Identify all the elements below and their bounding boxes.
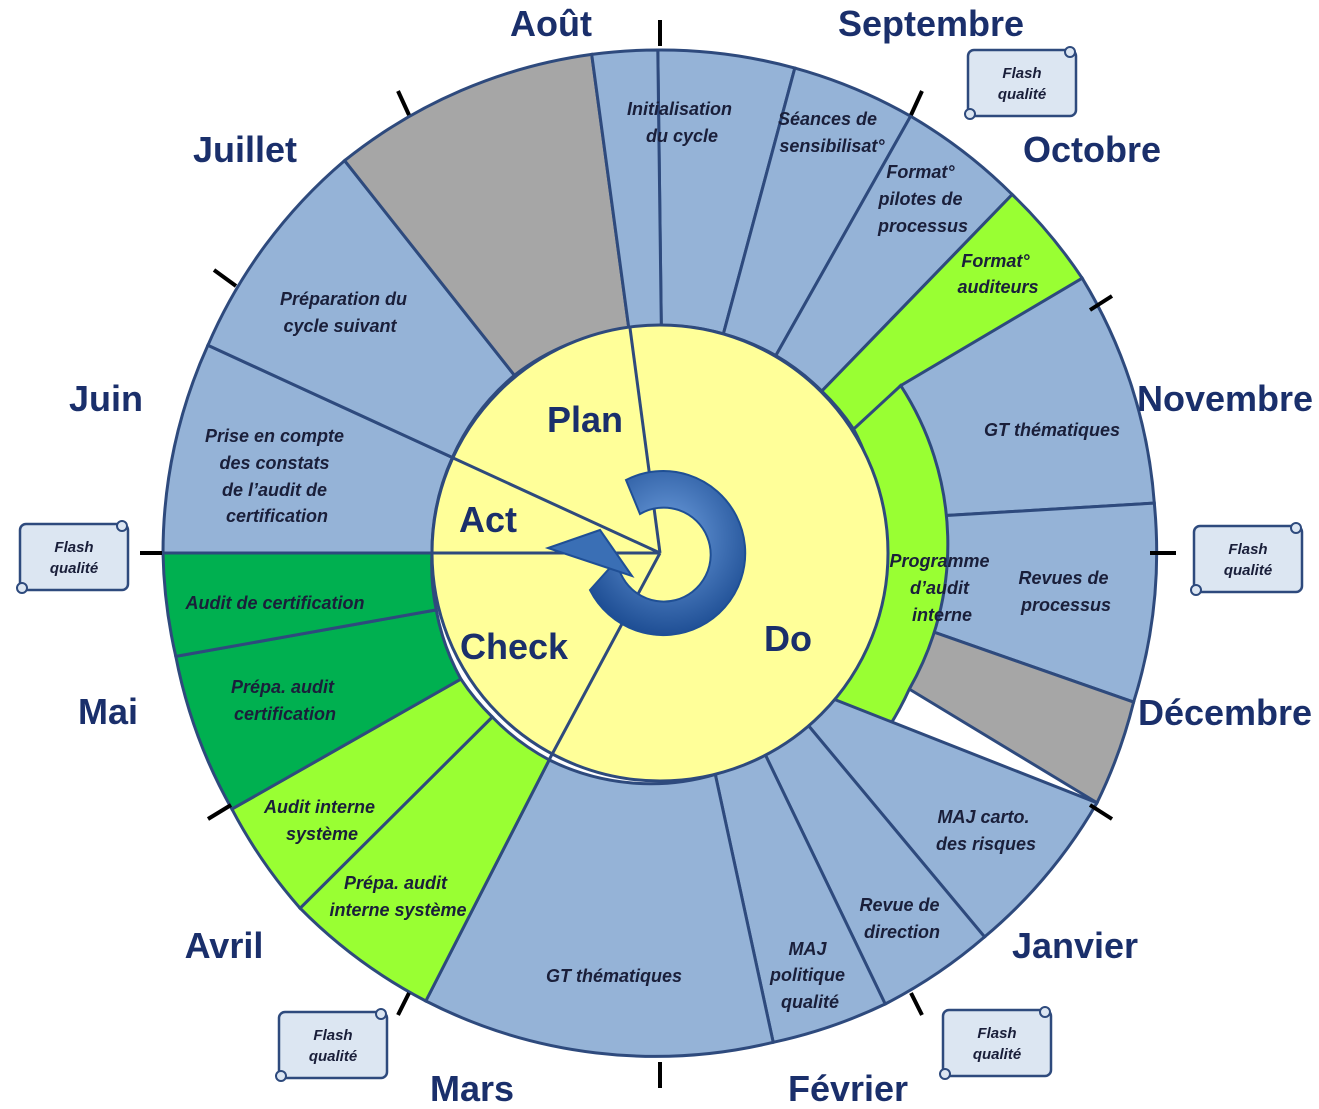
label-format-pilotes: Format° pilotes de processus <box>877 162 968 236</box>
label-maj-carto: MAJ carto. des risques <box>936 807 1036 854</box>
phase-act: Act <box>459 499 517 540</box>
label-initialisation: Initialisation du cycle <box>627 99 737 146</box>
label-audit-certif: Audit de certification <box>184 593 364 613</box>
month-septembre: Septembre <box>838 3 1024 44</box>
label-format-auditeurs: Format° auditeurs <box>957 251 1038 297</box>
month-fevrier: Février <box>788 1068 908 1109</box>
phase-do: Do <box>764 618 812 659</box>
pdca-divider-check-do <box>547 552 662 761</box>
cycle-arrow-icon <box>544 470 747 637</box>
label-gt-nov: GT thématiques <box>984 420 1120 440</box>
label-revue-direction: Revue de direction <box>859 895 944 942</box>
month-juillet: Juillet <box>193 129 297 170</box>
label-maj-politique: MAJ politique qualité <box>769 939 850 1012</box>
month-decembre: Décembre <box>1138 692 1312 733</box>
label-revues-processus: Revues de processus <box>1018 568 1113 615</box>
label-seances: Séances de sensibilisat° <box>778 109 885 156</box>
label-gt-mars: GT thématiques <box>546 966 682 986</box>
month-aout: Août <box>510 3 592 44</box>
label-programme: Programme d’audit interne <box>889 551 994 625</box>
label-prepa-certif: Prépa. audit certification <box>231 677 339 724</box>
label-preparation-cycle: Préparation du cycle suivant <box>280 289 412 336</box>
pdca-divider-plan-do <box>628 327 662 554</box>
phase-plan: Plan <box>547 399 623 440</box>
month-janvier: Janvier <box>1012 925 1138 966</box>
outer-ring <box>161 48 1159 1058</box>
month-octobre: Octobre <box>1023 129 1161 170</box>
pdca-divider-plan-act <box>450 455 661 555</box>
month-novembre: Novembre <box>1137 378 1313 419</box>
label-prepa-interne: Prépa. audit interne système <box>329 873 466 920</box>
month-labels: Août Septembre Octobre Novembre Décembre… <box>69 3 1313 1109</box>
month-ticks <box>140 20 1176 1088</box>
activity-labels: Initialisation du cycle Séances de sensi… <box>184 99 1120 1012</box>
month-avril: Avril <box>185 925 264 966</box>
phase-check: Check <box>460 626 569 667</box>
month-mars: Mars <box>430 1068 514 1109</box>
month-juin: Juin <box>69 378 143 419</box>
month-mai: Mai <box>78 691 138 732</box>
pdca-core: Plan Act Check Do <box>430 323 890 783</box>
label-audit-interne: Audit interne système <box>263 797 380 844</box>
label-prise-en-compte: Prise en compte des constats de l’audit … <box>205 426 349 526</box>
